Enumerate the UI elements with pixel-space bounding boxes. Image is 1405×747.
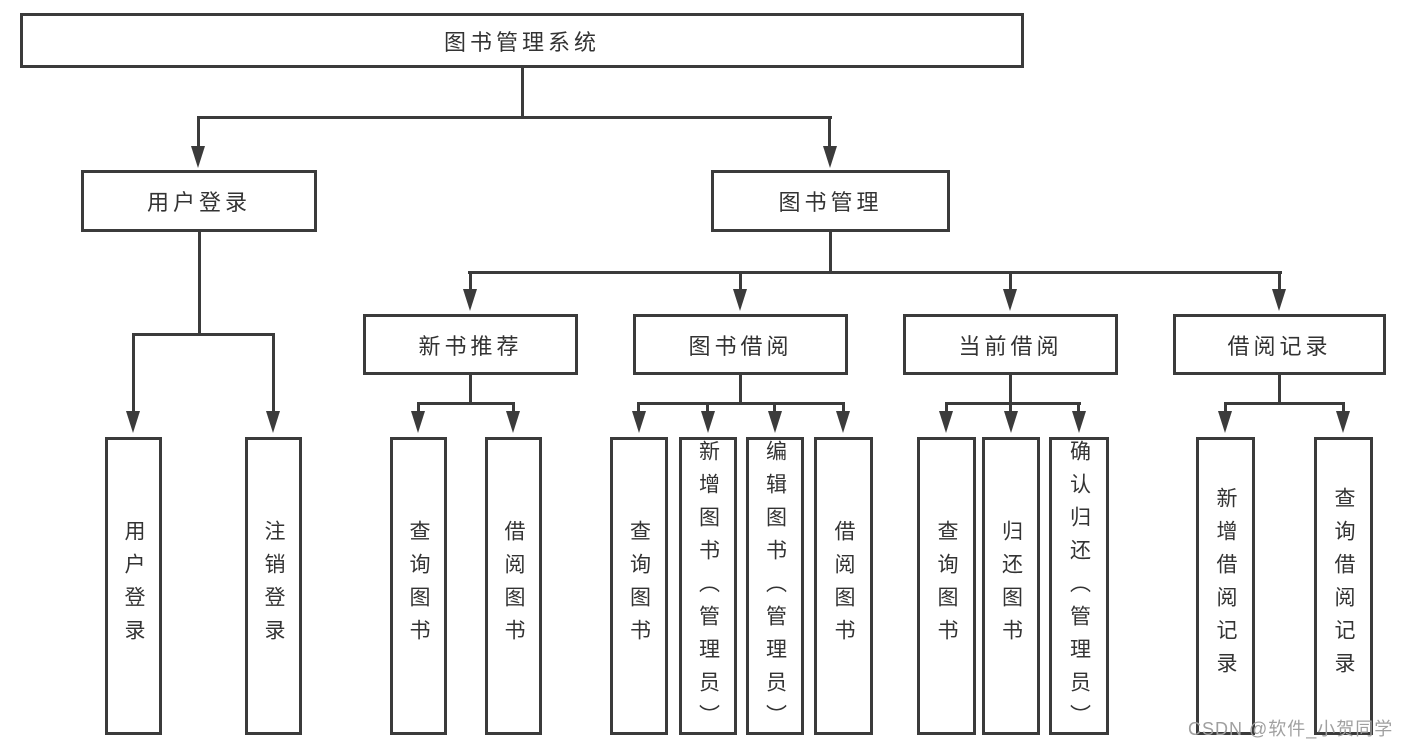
connector-user-login-stem (198, 232, 201, 335)
node-label: 查询图书 (627, 520, 651, 652)
connector-drop (945, 402, 948, 413)
connector-drop (132, 333, 135, 413)
arrowhead (1004, 411, 1018, 433)
leaf-confirm-return-admin: 确认归还（管理员） (1049, 437, 1109, 737)
connector-rail (417, 402, 515, 405)
connector-level2-rail (468, 271, 1282, 274)
node-label: 借阅图书 (502, 520, 525, 652)
node-label: 确认归还（管理员） (1067, 440, 1091, 737)
connector-drop (1342, 402, 1345, 413)
arrowhead (1072, 411, 1086, 433)
leaf-query-books-borrowing: 查询图书 (610, 437, 668, 735)
leaf-return-books: 归还图书 (982, 437, 1040, 735)
connector-drop (706, 402, 709, 413)
connector-drop (828, 116, 831, 148)
arrowhead (1003, 289, 1017, 311)
leaf-query-books-current: 查询图书 (917, 437, 976, 735)
node-label: 用户登录 (146, 190, 251, 215)
connector-drop (773, 402, 776, 413)
node-new-book-recommendation: 新书推荐 (363, 314, 578, 375)
leaf-query-borrow-record: 查询借阅记录 (1314, 437, 1373, 735)
arrowhead (191, 146, 205, 168)
node-label: 查询借阅记录 (1332, 487, 1355, 685)
csdn-watermark: CSDN @软件_小贺同学 (1188, 719, 1394, 739)
node-label: 借阅图书 (832, 520, 855, 652)
node-label: 借阅记录 (1227, 333, 1332, 359)
arrowhead (1336, 411, 1350, 433)
arrowhead (733, 289, 747, 311)
leaf-query-books-recommend: 查询图书 (390, 437, 447, 735)
connector-stem (739, 375, 742, 404)
node-label: 归还图书 (999, 520, 1023, 652)
leaf-logout: 注销登录 (245, 437, 302, 735)
connector-drop (842, 402, 845, 413)
node-current-borrowing: 当前借阅 (903, 314, 1118, 375)
connector-book-management-stem (829, 232, 832, 273)
node-label: 编辑图书（管理员） (763, 440, 787, 737)
arrowhead (939, 411, 953, 433)
leaf-borrow-books-recommend: 借阅图书 (485, 437, 542, 735)
node-library-management-system: 图书管理系统 (20, 13, 1024, 68)
connector-user-login-rail (132, 333, 274, 336)
arrowhead (632, 411, 646, 433)
leaf-edit-books-admin: 编辑图书（管理员） (746, 437, 804, 737)
node-label: 图书借阅 (688, 333, 793, 359)
leaf-user-login: 用户登录 (105, 437, 162, 735)
arrowhead (836, 411, 850, 433)
connector-level1-rail (197, 116, 832, 119)
connector-drop (1224, 402, 1227, 413)
node-book-management: 图书管理 (711, 170, 950, 232)
connector-drop (197, 116, 200, 148)
arrowhead (768, 411, 782, 433)
node-label: 注销登录 (262, 520, 285, 652)
arrowhead (823, 146, 837, 168)
arrowhead (463, 289, 477, 311)
connector-drop (1009, 402, 1012, 413)
connector-stem (1009, 375, 1012, 404)
connector-root-stem (521, 68, 524, 118)
leaf-borrow-books: 借阅图书 (814, 437, 873, 735)
arrowhead (266, 411, 280, 433)
arrowhead (701, 411, 715, 433)
connector-drop (1278, 271, 1281, 291)
connector-rail (1224, 402, 1345, 405)
node-label: 当前借阅 (958, 333, 1063, 359)
node-label: 查询图书 (935, 520, 958, 652)
connector-drop (739, 271, 742, 291)
connector-drop (417, 402, 420, 413)
connector-drop (469, 271, 472, 291)
node-label: 新增借阅记录 (1214, 487, 1237, 685)
arrowhead (1218, 411, 1232, 433)
connector-drop (1077, 402, 1080, 413)
connector-rail (637, 402, 845, 405)
node-label: 图书管理 (778, 190, 883, 215)
arrowhead (506, 411, 520, 433)
connector-stem (469, 375, 472, 404)
node-user-login: 用户登录 (81, 170, 317, 232)
arrowhead (126, 411, 140, 433)
connector-drop (272, 333, 275, 413)
leaf-add-books-admin: 新增图书（管理员） (679, 437, 737, 737)
connector-drop (1009, 271, 1012, 291)
arrowhead (411, 411, 425, 433)
node-label: 新书推荐 (418, 333, 523, 359)
node-book-borrowing: 图书借阅 (633, 314, 848, 375)
connector-stem (1278, 375, 1281, 404)
node-label: 图书管理系统 (443, 29, 600, 55)
arrowhead (1272, 289, 1286, 311)
connector-drop (512, 402, 515, 413)
node-label: 查询图书 (407, 520, 430, 652)
connector-rail (945, 402, 1081, 405)
leaf-add-borrow-record: 新增借阅记录 (1196, 437, 1255, 735)
node-label: 新增图书（管理员） (696, 440, 720, 737)
connector-drop (637, 402, 640, 413)
node-borrowing-records: 借阅记录 (1173, 314, 1386, 375)
node-label: 用户登录 (122, 520, 145, 652)
